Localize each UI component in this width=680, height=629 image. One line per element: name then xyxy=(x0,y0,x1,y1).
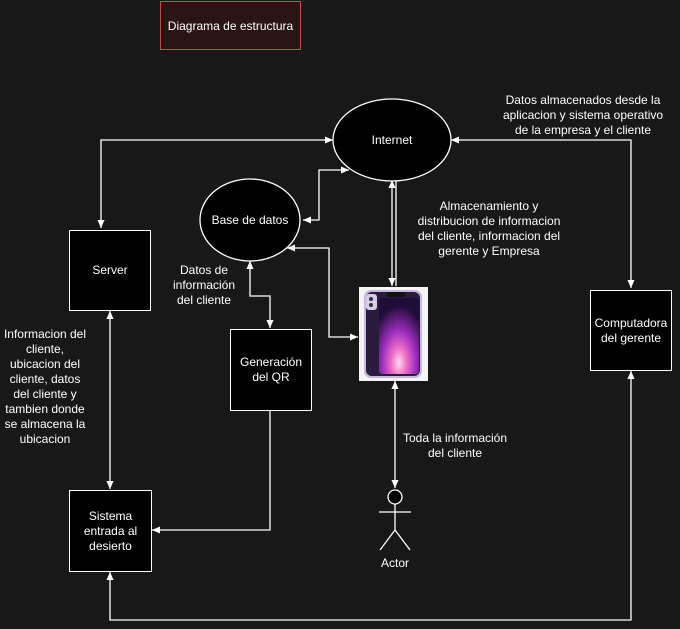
computer-label: Computadora del gerente xyxy=(594,315,668,345)
desert-system-label: Sistema entrada al desierto xyxy=(83,508,138,553)
all-info-label: Toda la información del cliente xyxy=(402,431,508,460)
server-label: Server xyxy=(92,263,128,277)
phone-icon xyxy=(359,287,428,381)
edge-computer-system xyxy=(106,371,635,621)
edge-internet-server xyxy=(97,136,333,228)
qr-label: Generación del QR xyxy=(239,355,303,384)
edge-database-qr xyxy=(246,261,274,328)
database-label: Base de datos xyxy=(211,213,289,227)
edge-database-phone xyxy=(287,244,358,341)
actor-stick-figure-icon xyxy=(379,489,411,551)
storage-label: Almacenamiento y distribucion de informa… xyxy=(417,199,561,258)
computer-node[interactable]: Computadora del gerente xyxy=(590,290,672,371)
client-data-label: Datos de información del cliente xyxy=(172,263,236,307)
client-info-label: Informacion del cliente, ubicacion del c… xyxy=(3,327,87,446)
edge-internet-computer xyxy=(451,136,635,288)
internet-node[interactable] xyxy=(332,98,452,182)
server-node[interactable]: Server xyxy=(69,230,151,311)
stored-data-label: Datos almacenados desde la aplicacion y … xyxy=(502,93,664,137)
database-node[interactable] xyxy=(199,178,301,262)
edge-internet-database xyxy=(303,166,349,224)
actor-label: Actor xyxy=(380,556,409,570)
diagram-title: Diagrama de estructura xyxy=(160,1,301,50)
qr-node[interactable]: Generación del QR xyxy=(230,329,312,411)
diagram-title-text: Diagrama de estructura xyxy=(167,18,294,33)
desert-system-node[interactable]: Sistema entrada al desierto xyxy=(69,490,152,572)
internet-label: Internet xyxy=(371,133,413,147)
